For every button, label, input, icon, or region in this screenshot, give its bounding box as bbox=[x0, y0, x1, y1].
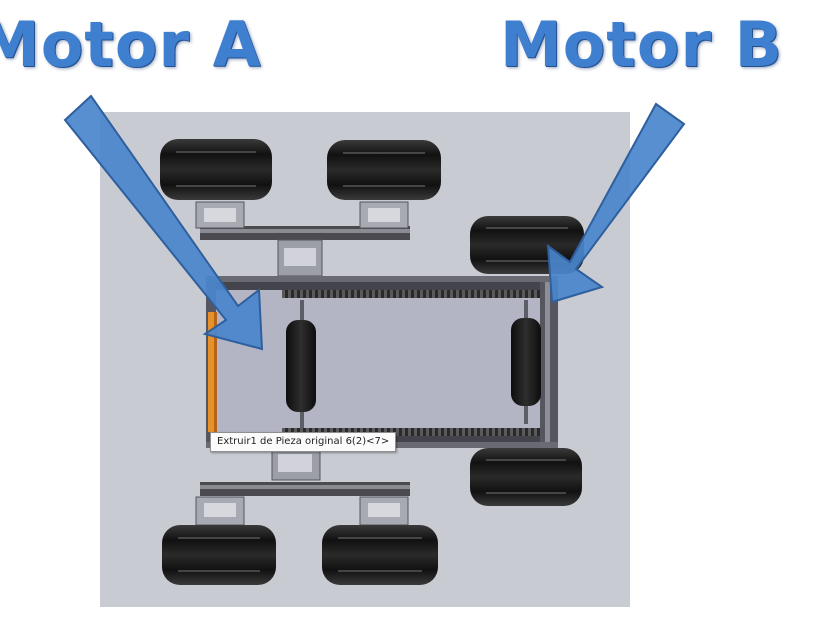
wheel-bottom-middle bbox=[322, 525, 438, 585]
wheel-top-middle bbox=[327, 140, 441, 200]
chassis-frame bbox=[206, 276, 558, 448]
motor-b-label: Motor B bbox=[500, 8, 783, 81]
wheel-bottom-left bbox=[162, 525, 276, 585]
motor-a-label: Motor A bbox=[0, 8, 262, 81]
arrow-motor-a bbox=[63, 94, 264, 351]
inner-roller-right bbox=[511, 300, 541, 424]
inner-roller-left bbox=[286, 300, 316, 428]
rear-axle-assembly bbox=[195, 447, 410, 526]
arrow-motor-b bbox=[546, 102, 686, 304]
cad-tooltip: Extruir1 de Pieza original 6(2)<7> bbox=[210, 432, 397, 452]
orange-side-plate bbox=[208, 312, 214, 432]
wheel-right-lower bbox=[470, 448, 582, 506]
front-axle-assembly bbox=[195, 201, 410, 277]
wheel-top-left bbox=[160, 139, 272, 200]
